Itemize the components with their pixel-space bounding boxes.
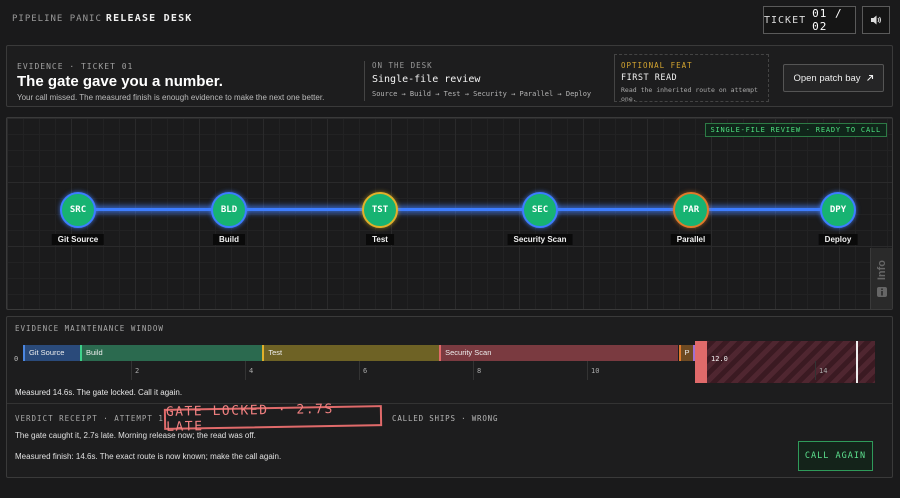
sound-toggle-button[interactable]	[862, 6, 890, 34]
evidence-header: EVIDENCE · TICKET 01 The gate gave you a…	[6, 45, 893, 107]
timeline-segment[interactable]: Test	[262, 345, 440, 361]
page-subtitle: Your call missed. The measured finish is…	[17, 93, 325, 102]
pipeline-node-label: Test	[366, 234, 394, 245]
timeline-tick-line	[245, 361, 246, 380]
evidence-kicker: EVIDENCE · TICKET 01	[17, 62, 134, 71]
pipeline-node-par[interactable]: PAR	[673, 192, 709, 228]
timeline-tick-label: 6	[363, 367, 368, 375]
evidence-window: EVIDENCE MAINTENANCE WINDOW 0 Git Source…	[6, 316, 893, 478]
pipeline-node-label: Git Source	[51, 234, 105, 245]
timeline-tick-line	[473, 361, 474, 380]
pipeline-node-label: Parallel	[670, 234, 712, 245]
pipeline-node-src[interactable]: SRC	[60, 192, 96, 228]
optional-feat: OPTIONAL FEAT FIRST READ Read the inheri…	[614, 54, 769, 103]
gate-locked-stamp: GATE LOCKED · 2.7S LATE	[163, 401, 383, 434]
ticket-label: TICKET	[764, 14, 807, 26]
timeline-segment[interactable]: Git Source	[23, 345, 80, 361]
timeline-tick-label: 10	[591, 367, 600, 375]
ready-badge: SINGLE-FILE REVIEW · READY TO CALL	[704, 123, 887, 137]
brand-title: RELEASE DESK	[105, 13, 193, 24]
timeline-tick-label: 2	[135, 367, 140, 375]
info-icon	[876, 287, 887, 298]
patch-button-label: Open patch bay	[793, 72, 861, 84]
call-marker-label: 12.0	[711, 355, 728, 363]
divider	[7, 403, 892, 404]
pipeline-node-label: Deploy	[818, 234, 858, 245]
desk-route: Source → Build → Test → Security → Paral…	[372, 90, 592, 98]
pipeline-node-sec[interactable]: SEC	[522, 192, 558, 228]
timeline-tick-line	[815, 361, 816, 380]
feat-desc: Read the inherited route on attempt one.	[621, 86, 758, 103]
pipeline-node-label: Build	[213, 234, 245, 245]
timeline-segment[interactable]: Build	[80, 345, 263, 361]
info-tab[interactable]: Info	[870, 248, 892, 309]
finish-line	[856, 341, 858, 383]
brand-kicker: PIPELINE PANIC	[12, 14, 102, 24]
call-marker	[695, 341, 707, 383]
feat-kicker: OPTIONAL FEAT	[621, 61, 693, 70]
pipeline-node-dpy[interactable]: DPY	[820, 192, 856, 228]
verdict-kicker: VERDICT RECEIPT · ATTEMPT 1	[15, 414, 164, 423]
called-status: CALLED SHIPS · WRONG	[392, 414, 499, 423]
speaker-icon	[871, 15, 881, 25]
timeline-tick-line	[131, 361, 132, 380]
pipeline-node-bld[interactable]: BLD	[211, 192, 247, 228]
page-title: The gate gave you a number.	[17, 73, 223, 90]
timeline-tick-label: 8	[477, 367, 482, 375]
timeline-tick-label: 4	[249, 367, 254, 375]
desk-kicker: ON THE DESK	[372, 61, 433, 70]
timeline-tick-label: 14	[819, 367, 828, 375]
pipeline-node-label: Security Scan	[507, 234, 573, 245]
desk-title: Single-file review	[372, 74, 481, 85]
open-patch-bay-button[interactable]: Open patch bay	[783, 64, 884, 92]
arrow-up-right-icon	[866, 74, 873, 81]
timeline-tick-line	[587, 361, 588, 380]
late-zone	[695, 341, 875, 383]
measured-text: Measured 14.6s. The gate locked. Call it…	[15, 388, 183, 397]
pipeline-wire	[78, 208, 838, 211]
on-the-desk: ON THE DESK Single-file review Source → …	[364, 61, 604, 101]
pipeline-stage: SINGLE-FILE REVIEW · READY TO CALL SRC Gi…	[6, 117, 893, 310]
timeline-zero-label: 0	[14, 355, 19, 363]
ticket-count: 01 / 02	[812, 7, 843, 33]
timeline-segment[interactable]: P	[678, 345, 693, 361]
pipeline-node-tst[interactable]: TST	[362, 192, 398, 228]
timeline-tick-line	[359, 361, 360, 380]
feat-title: FIRST READ	[621, 73, 678, 83]
finish-text: Measured finish: 14.6s. The exact route …	[15, 452, 282, 461]
timeline-segment[interactable]: Security Scan	[439, 345, 679, 361]
info-label: Info	[875, 259, 888, 281]
call-again-button[interactable]: CALL AGAIN	[798, 441, 873, 471]
caught-text: The gate caught it, 2.7s late. Morning r…	[15, 431, 256, 440]
evidence-window-kicker: EVIDENCE MAINTENANCE WINDOW	[15, 324, 164, 333]
ticket-counter: TICKET 01 / 02	[763, 6, 856, 34]
